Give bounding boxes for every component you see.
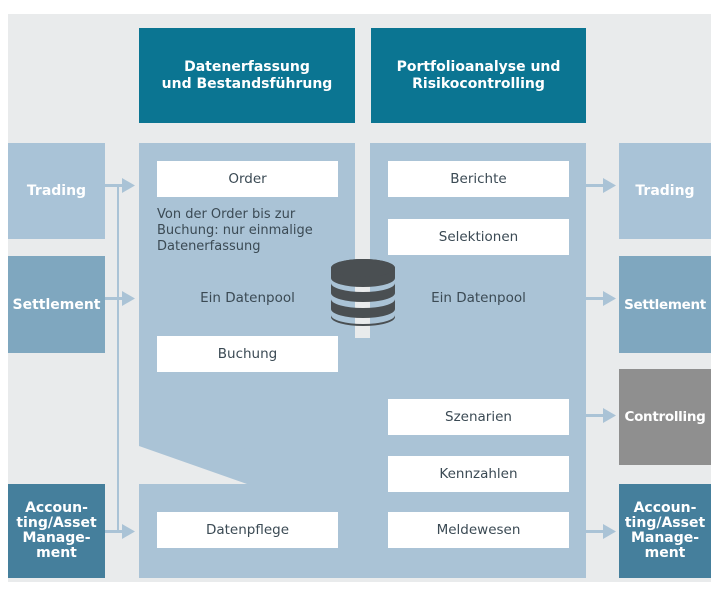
scenarios-box: Szenarien bbox=[388, 399, 569, 435]
right-arrows bbox=[586, 178, 616, 539]
source-settlement: Settlement bbox=[12, 296, 101, 313]
right-tile-controlling bbox=[619, 369, 711, 465]
data-maintenance-box: Datenpflege bbox=[157, 512, 338, 548]
source-accounting: Accoun- ting/Asset Manage- ment bbox=[16, 500, 97, 561]
header-left-box bbox=[139, 28, 355, 123]
arrow-accounting-out bbox=[603, 524, 616, 539]
header-portfolio-analysis: Portfolioanalyse und Risikocontrolling bbox=[396, 58, 561, 92]
selections-box: Selektionen bbox=[388, 219, 569, 255]
header-right-box bbox=[371, 28, 586, 123]
arrow-controlling-out bbox=[603, 408, 616, 423]
ratios-box: Kennzahlen bbox=[388, 456, 569, 492]
target-settlement: Settlement bbox=[624, 296, 706, 313]
arrow-settlement-in bbox=[122, 291, 135, 306]
target-controlling: Controlling bbox=[624, 409, 706, 425]
target-trading: Trading bbox=[635, 183, 695, 199]
reporting-box: Meldewesen bbox=[388, 512, 569, 548]
left-arrows bbox=[105, 178, 135, 539]
left-process-chevron bbox=[139, 143, 355, 450]
header-data-capture: Datenerfassung und Bestandsführung bbox=[161, 58, 333, 92]
order-note: Von der Order bis zur Buchung: nur einma… bbox=[157, 207, 313, 254]
left-tile-settlement bbox=[8, 256, 105, 353]
right-tile-settlement bbox=[619, 256, 711, 353]
target-accounting: Accoun- ting/Asset Manage- ment bbox=[624, 500, 706, 561]
right-data-pool: Ein Datenpool bbox=[431, 290, 526, 306]
arrow-settlement-out bbox=[603, 291, 616, 306]
arrow-trading-out bbox=[603, 178, 616, 193]
source-trading: Trading bbox=[26, 183, 87, 199]
booking-box: Buchung bbox=[157, 336, 338, 372]
right-tile-trading bbox=[619, 143, 711, 239]
left-data-pool: Ein Datenpool bbox=[200, 290, 295, 306]
arrow-accounting-in bbox=[122, 524, 135, 539]
arrow-trading-in bbox=[122, 178, 135, 193]
reports-box: Berichte bbox=[388, 161, 569, 197]
right-tile-accounting bbox=[619, 484, 711, 578]
left-tile-accounting bbox=[8, 484, 105, 578]
left-tile-trading bbox=[8, 143, 105, 239]
order-box: Order bbox=[157, 161, 338, 197]
database-icon bbox=[331, 259, 395, 326]
